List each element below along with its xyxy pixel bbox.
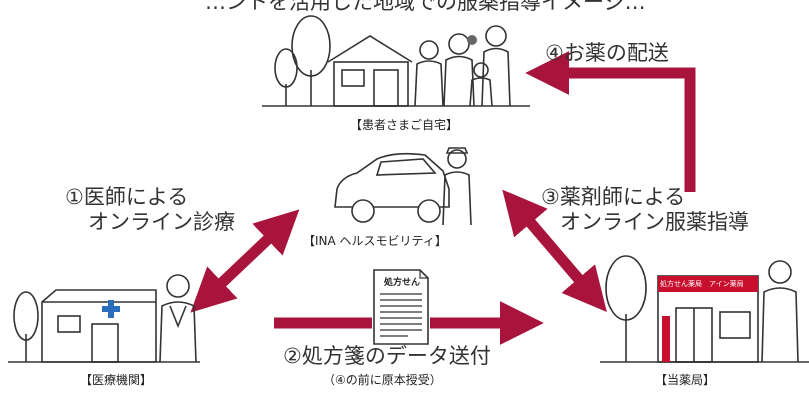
label-mobility: 【INA ヘルスモビリティ】 (303, 234, 447, 248)
label-step4: ④お薬の配送 (545, 41, 669, 65)
label-clinic: 【医療機関】 (80, 373, 153, 387)
pharmacy-sign: 処方せん薬局 アイン薬局 (660, 280, 744, 288)
label-pharmacy: 【当薬局】 (655, 373, 716, 387)
label-step2-note: （④の前に原本授受） (323, 373, 442, 387)
arrow-online-consultation (190, 209, 300, 313)
home-illustration (262, 8, 530, 112)
mobility-illustration (325, 145, 480, 227)
label-step3-line2: オンライン服薬指導 (560, 210, 749, 234)
prescription-document (372, 268, 430, 346)
pharmacy-illustration (600, 252, 809, 368)
label-step1-line2: オンライン診療 (88, 210, 235, 234)
header-title: …ントを活用した地域での服薬指導イメージ… (205, 0, 646, 14)
label-home: 【患者さまご自宅】 (350, 118, 459, 132)
arrow-online-medication-guidance (502, 189, 607, 313)
label-step2: ②処方箋のデータ送付 (283, 344, 491, 368)
label-step3-line1: ③薬剤師による (541, 185, 686, 209)
arrow-delivery (525, 51, 696, 192)
label-step1-line1: ①医師による (65, 185, 189, 209)
clinic-illustration (8, 262, 200, 368)
prescription-title: 処方せん (384, 278, 421, 288)
